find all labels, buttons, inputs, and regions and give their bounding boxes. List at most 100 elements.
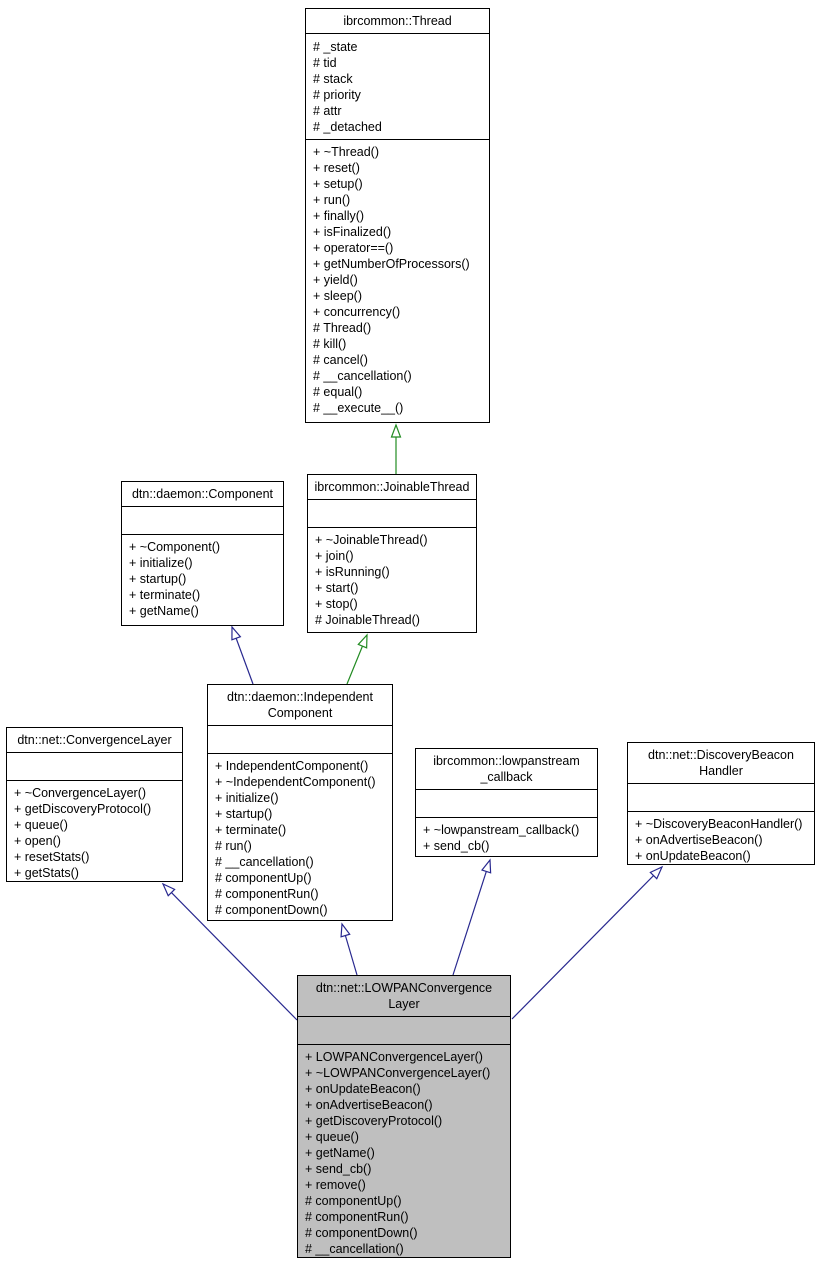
- class-title: ibrcommon::Thread: [306, 9, 489, 34]
- attributes-compartment: [298, 1017, 510, 1045]
- member: + resetStats(): [14, 850, 90, 864]
- edge-lowpanconvergencelayer-extends-lowpanstreamcallback: [452, 858, 492, 976]
- methods-compartment: + ~ConvergenceLayer() + getDiscoveryProto…: [7, 781, 182, 881]
- edge-independentcomponent-extends-component: [231, 625, 254, 685]
- member: + send_cb(): [305, 1162, 372, 1176]
- member: # __cancellation(): [305, 1242, 404, 1256]
- member: + getStats(): [14, 866, 79, 880]
- methods-compartment: + IndependentComponent() + ~IndependentCo…: [208, 754, 392, 920]
- attributes-compartment: [628, 784, 814, 812]
- class-box-ibrcommon-lowpanstream-callback[interactable]: ibrcommon::lowpanstream _callback + ~low…: [415, 748, 598, 857]
- member: + ~JoinableThread(): [315, 533, 428, 547]
- member: + startup(): [129, 572, 187, 586]
- attributes-compartment: [308, 500, 476, 528]
- member: # JoinableThread(): [315, 613, 420, 627]
- member: + ~Thread(): [313, 145, 380, 159]
- class-box-ibrcommon-joinablethread[interactable]: ibrcommon::JoinableThread + ~JoinableThr…: [307, 474, 477, 633]
- member: + getName(): [129, 604, 199, 618]
- methods-compartment: + ~DiscoveryBeaconHandler() + onAdvertise…: [628, 812, 814, 864]
- class-title: dtn::net::LOWPANConvergence Layer: [298, 976, 510, 1017]
- attributes-compartment: [122, 507, 283, 535]
- member: + startup(): [215, 807, 273, 821]
- attributes-compartment: [208, 726, 392, 754]
- member: + initialize(): [215, 791, 279, 805]
- member: + yield(): [313, 273, 358, 287]
- member: + sleep(): [313, 289, 362, 303]
- class-box-dtn-daemon-component[interactable]: dtn::daemon::Component + ~Component()+ i…: [121, 481, 284, 626]
- member: + setup(): [313, 177, 363, 191]
- member: + join(): [315, 549, 354, 563]
- member: + getName(): [305, 1146, 375, 1160]
- member: # equal(): [313, 385, 363, 399]
- member: # componentRun(): [215, 887, 319, 901]
- member: + remove(): [305, 1178, 366, 1192]
- member: # _state: [313, 40, 358, 54]
- methods-compartment: + ~Thread()+ reset()+ setup()+ run()+ fi…: [306, 140, 489, 422]
- member: + terminate(): [215, 823, 287, 837]
- member: + getDiscoveryProtocol(): [305, 1114, 443, 1128]
- member: # __cancellation(): [313, 369, 412, 383]
- attributes-compartment: [7, 753, 182, 781]
- member: + ~Component(): [129, 540, 221, 554]
- member: # componentDown(): [215, 903, 328, 917]
- member: # attr: [313, 104, 342, 118]
- member: # Thread(): [313, 321, 372, 335]
- member: # componentUp(): [215, 871, 312, 885]
- member: + concurrency(): [313, 305, 401, 319]
- member: + stop(): [315, 597, 358, 611]
- member: + ~lowpanstream_callback(): [423, 823, 580, 837]
- class-box-dtn-net-convergencelayer[interactable]: dtn::net::ConvergenceLayer + ~Convergenc…: [6, 727, 183, 882]
- class-box-ibrcommon-thread[interactable]: ibrcommon::Thread # _state# tid# stack# …: [305, 8, 490, 423]
- class-title: dtn::net::ConvergenceLayer: [7, 728, 182, 753]
- member: + onUpdateBeacon(): [305, 1082, 421, 1096]
- member: + isFinalized(): [313, 225, 392, 239]
- edge-independentcomponent-extends-joinablethread: [346, 633, 368, 685]
- member: + onAdvertiseBeacon(): [635, 833, 763, 847]
- member: # cancel(): [313, 353, 368, 367]
- member: # run(): [215, 839, 252, 853]
- class-title: ibrcommon::lowpanstream _callback: [416, 749, 597, 790]
- member: # componentUp(): [305, 1194, 402, 1208]
- member: # __cancellation(): [215, 855, 314, 869]
- member: + open(): [14, 834, 61, 848]
- member: + terminate(): [129, 588, 201, 602]
- member: + operator==(): [313, 241, 394, 255]
- member: + getNumberOfProcessors(): [313, 257, 470, 271]
- methods-compartment: + ~lowpanstream_callback() + send_cb(): [416, 818, 597, 856]
- member: + queue(): [14, 818, 68, 832]
- member: # tid: [313, 56, 337, 70]
- member: + isRunning(): [315, 565, 390, 579]
- methods-compartment: + LOWPANConvergenceLayer() + ~LOWPANConve…: [298, 1045, 510, 1257]
- member: + ~IndependentComponent(): [215, 775, 376, 789]
- member: + ~DiscoveryBeaconHandler(): [635, 817, 803, 831]
- member: + start(): [315, 581, 359, 595]
- class-title: dtn::net::DiscoveryBeacon Handler: [628, 743, 814, 784]
- member: + onAdvertiseBeacon(): [305, 1098, 433, 1112]
- member: # __execute__(): [313, 401, 404, 415]
- member: + queue(): [305, 1130, 359, 1144]
- class-title: dtn::daemon::Independent Component: [208, 685, 392, 726]
- member: # stack: [313, 72, 353, 86]
- attributes-compartment: # _state# tid# stack# priority# attr# _d…: [306, 34, 489, 140]
- member: + run(): [313, 193, 351, 207]
- member: + ~LOWPANConvergenceLayer(): [305, 1066, 491, 1080]
- class-box-dtn-net-discoverybeaconhandler[interactable]: dtn::net::DiscoveryBeacon Handler + ~Dis…: [627, 742, 815, 865]
- methods-compartment: + ~JoinableThread() + join() + isRunning()…: [308, 528, 476, 632]
- methods-compartment: + ~Component() + initialize() + startup() +…: [122, 535, 283, 625]
- member: + finally(): [313, 209, 365, 223]
- member: + initialize(): [129, 556, 193, 570]
- member: + IndependentComponent(): [215, 759, 369, 773]
- member: + send_cb(): [423, 839, 490, 853]
- class-box-dtn-daemon-independentcomponent[interactable]: dtn::daemon::Independent Component + Ind…: [207, 684, 393, 921]
- member: # componentDown(): [305, 1226, 418, 1240]
- class-box-dtn-net-lowpanconvergencelayer-current: dtn::net::LOWPANConvergence Layer + LOWP…: [297, 975, 511, 1258]
- member: # kill(): [313, 337, 347, 351]
- attributes-compartment: [416, 790, 597, 818]
- class-title: dtn::daemon::Component: [122, 482, 283, 507]
- member: + LOWPANConvergenceLayer(): [305, 1050, 483, 1064]
- member: # componentRun(): [305, 1210, 409, 1224]
- member: + ~ConvergenceLayer(): [14, 786, 147, 800]
- member: + getDiscoveryProtocol(): [14, 802, 152, 816]
- member: # priority: [313, 88, 361, 102]
